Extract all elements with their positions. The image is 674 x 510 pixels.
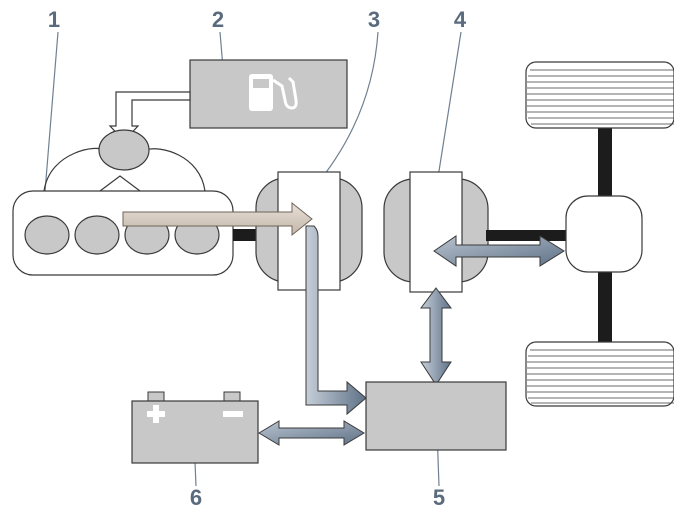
- motor-shaft: [486, 230, 570, 241]
- axle-lower: [598, 268, 612, 344]
- generator-to-pcu-arrow: [305, 225, 367, 416]
- motor-drive-arrow: [433, 235, 565, 267]
- label-engine: 1: [48, 7, 60, 32]
- wheel-lower: [525, 341, 674, 407]
- label-battery: 6: [190, 485, 202, 510]
- mechanical-power-arrow: [122, 201, 313, 237]
- leader-engine: [43, 31, 59, 205]
- engine-shaft: [233, 229, 259, 241]
- intake-manifold: [43, 129, 206, 192]
- engine: [12, 190, 234, 276]
- power-control-unit: [365, 381, 507, 451]
- label-power-control-unit: 5: [433, 485, 445, 510]
- minus-icon: [223, 411, 243, 417]
- leader-motor: [435, 31, 462, 191]
- fuel-pump-icon: [249, 74, 298, 111]
- plus-icon: [147, 405, 165, 423]
- battery: [131, 391, 259, 464]
- label-fuel-tank: 2: [212, 7, 224, 32]
- axle-upper: [598, 126, 612, 202]
- motor: [383, 171, 489, 293]
- label-generator: 3: [368, 7, 380, 32]
- fuel-tank: [189, 59, 348, 129]
- battery-to-pcu-arrow: [258, 420, 365, 446]
- wheel-upper: [525, 61, 674, 129]
- differential: [565, 195, 643, 273]
- label-motor: 4: [454, 7, 467, 32]
- engine-cylinder: [24, 215, 70, 255]
- motor-to-pcu-arrow: [420, 287, 452, 386]
- engine-cylinder: [74, 215, 120, 255]
